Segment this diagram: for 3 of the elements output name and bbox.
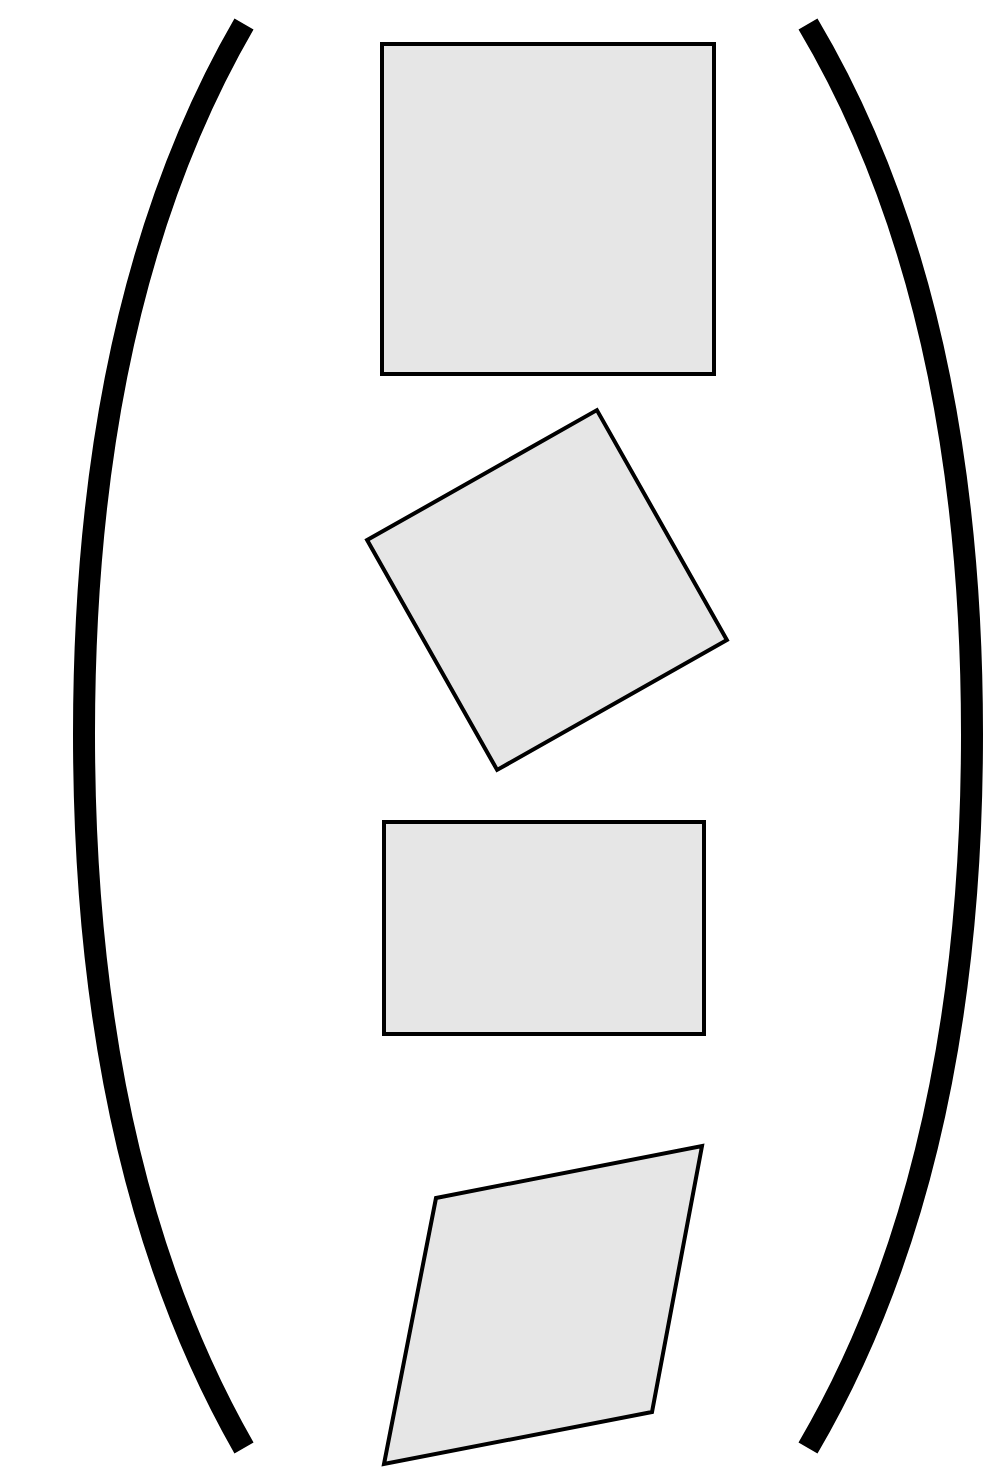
rectangle (384, 822, 704, 1034)
parallelogram (384, 1146, 702, 1464)
square (382, 44, 714, 374)
